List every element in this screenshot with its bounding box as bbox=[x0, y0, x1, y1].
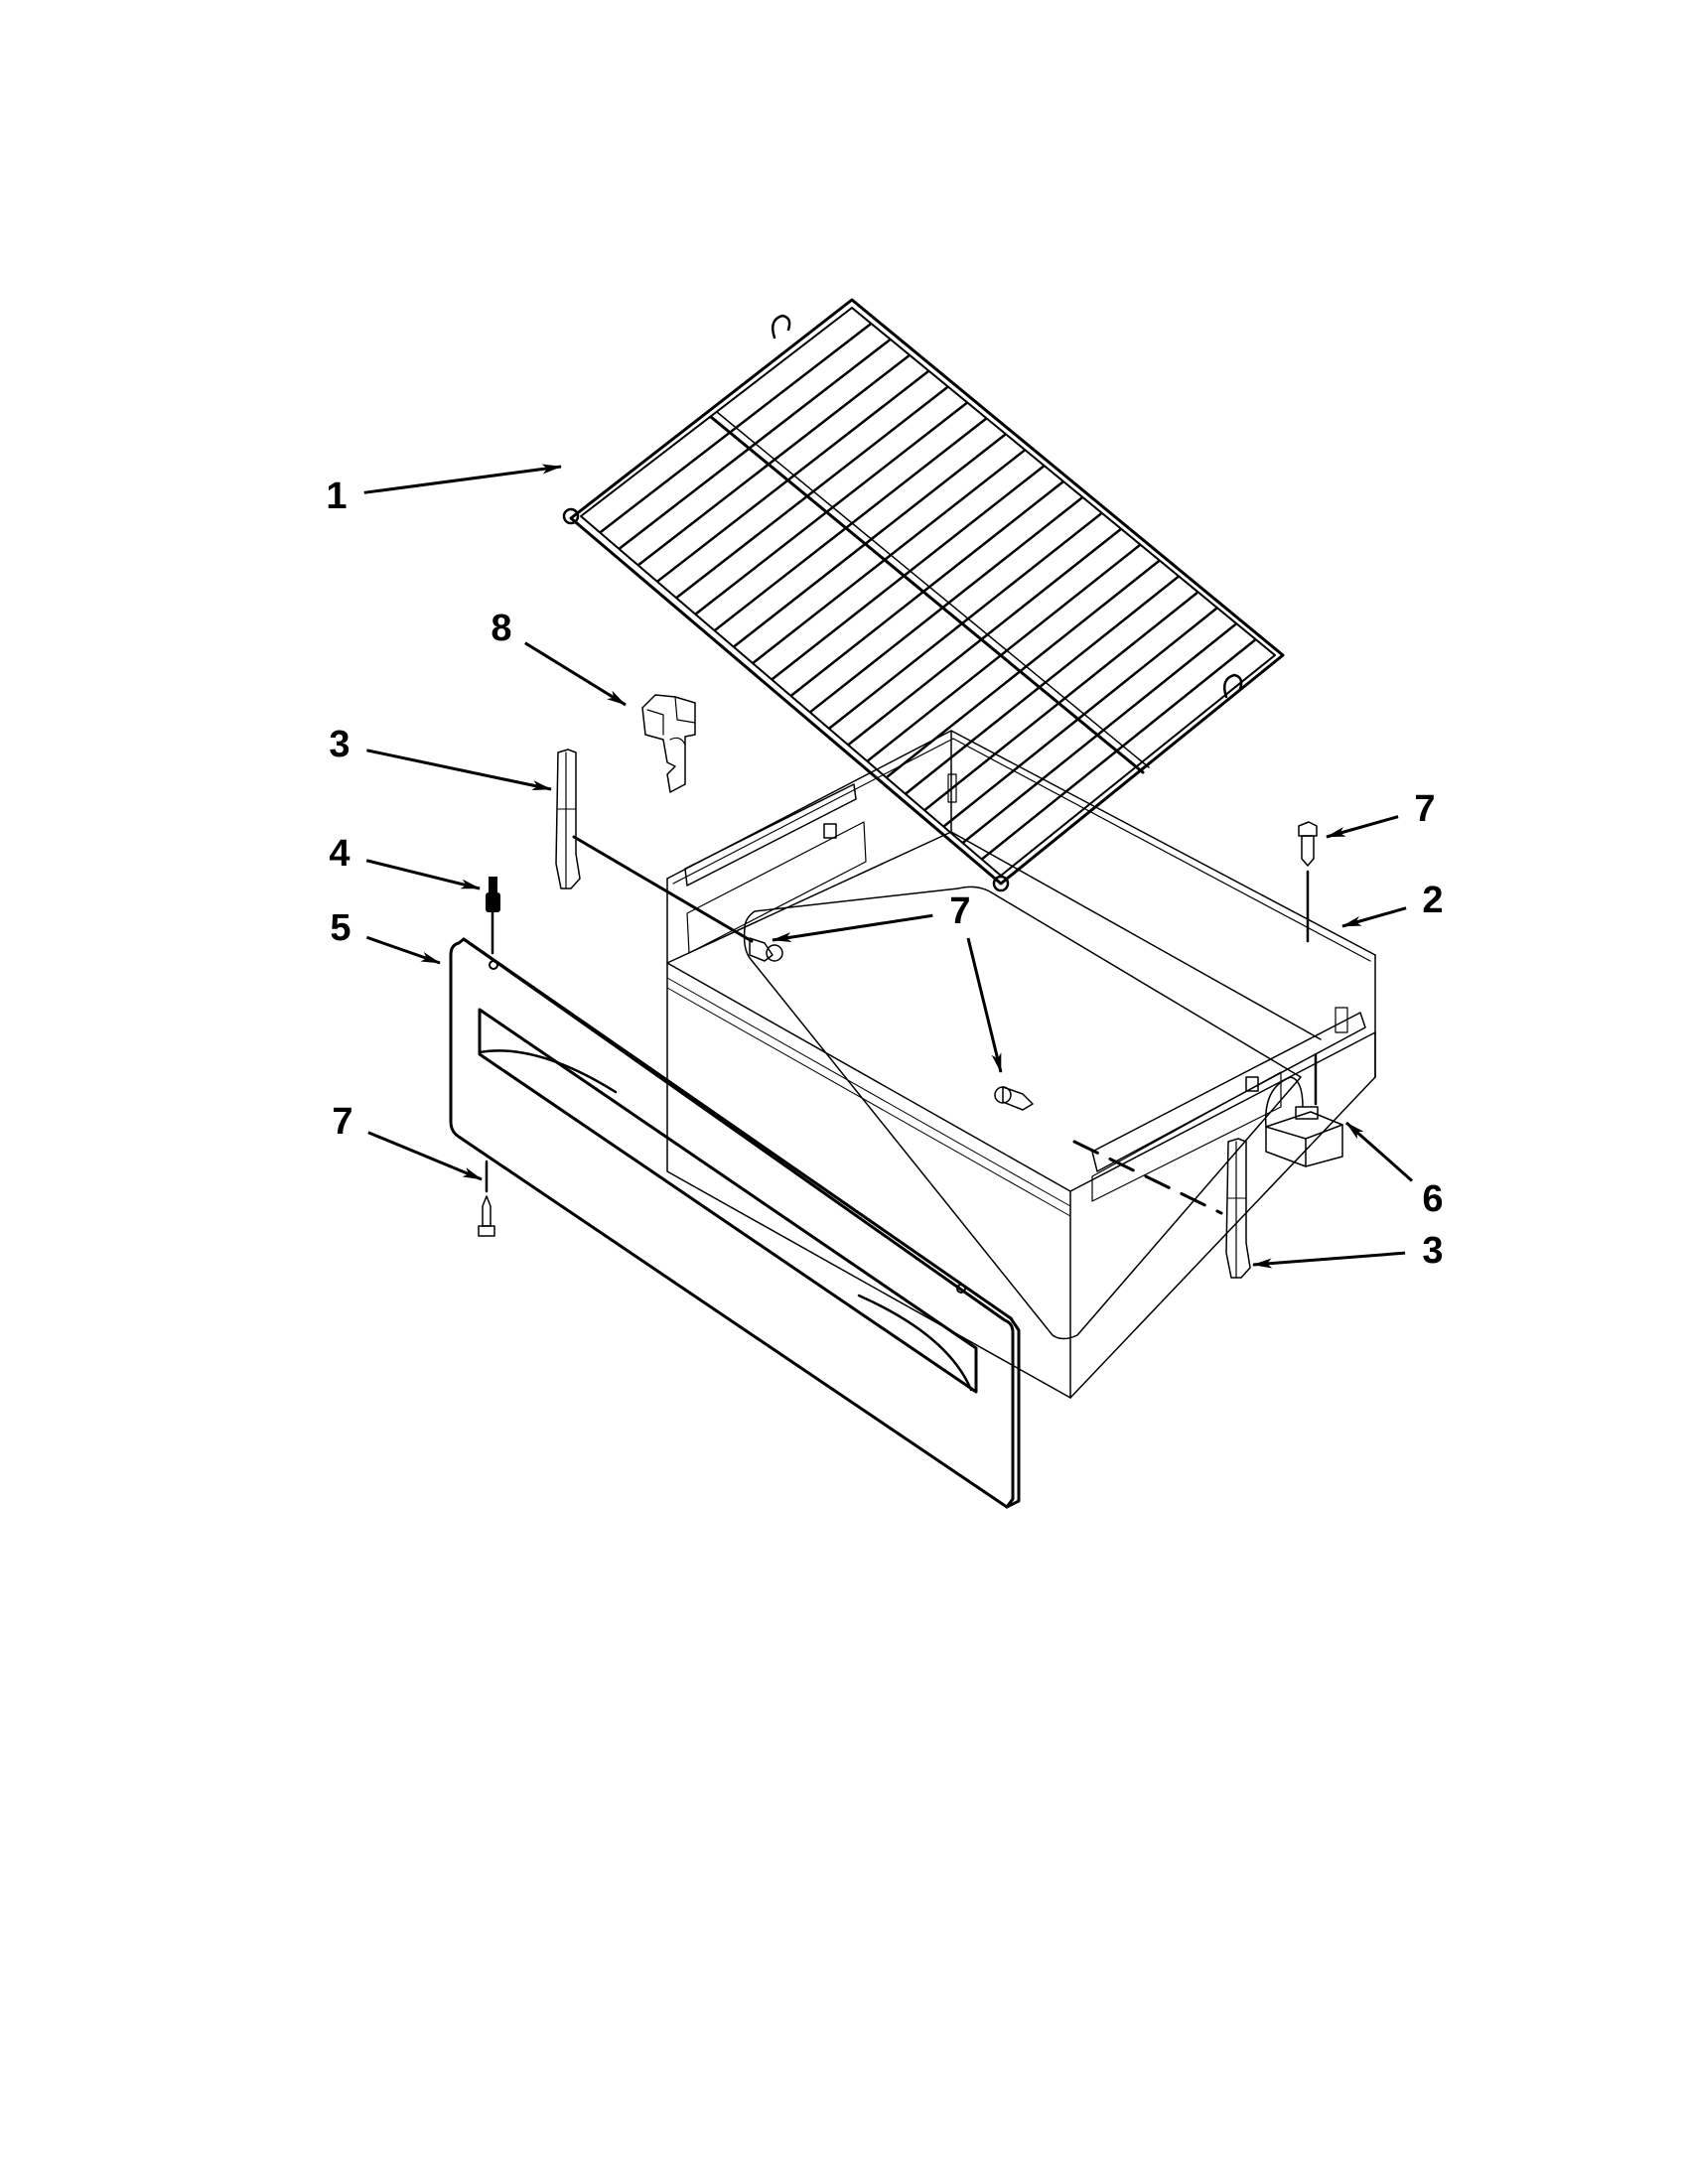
callout-part-5[interactable]: 5 bbox=[330, 907, 352, 949]
leader-arrow-4 bbox=[365, 859, 481, 890]
rack-wire bbox=[694, 401, 968, 615]
rack-wire bbox=[847, 527, 1122, 747]
leader-arrow-7b bbox=[1326, 815, 1399, 839]
callout-part-7-slide[interactable]: 7 bbox=[949, 890, 971, 932]
rack-wire bbox=[828, 511, 1103, 730]
drawer-body-drawing bbox=[666, 730, 1376, 1399]
rack-wire bbox=[980, 638, 1257, 861]
rack-wire bbox=[885, 559, 1161, 779]
rack-wire bbox=[942, 607, 1218, 828]
leader-arrow-extra-7c bbox=[966, 937, 1003, 1073]
leader-arrow-2 bbox=[1341, 906, 1407, 928]
rack-wire bbox=[675, 385, 949, 600]
screw-front-panel-drawing bbox=[478, 1160, 495, 1237]
leader-arrow-6 bbox=[1345, 1121, 1414, 1182]
leader-arrow-7c bbox=[772, 913, 933, 943]
oven-rack-drawing bbox=[562, 298, 1285, 892]
rack-wire bbox=[733, 433, 1007, 648]
screw-drawer-front-drawing bbox=[994, 1086, 1034, 1111]
rack-wire bbox=[961, 622, 1238, 845]
rack-wire bbox=[789, 480, 1064, 697]
leader-arrow-7a bbox=[367, 1131, 483, 1181]
drawer-switch-drawing bbox=[1264, 1052, 1343, 1167]
rack-wire bbox=[771, 465, 1046, 681]
rack-wire bbox=[713, 417, 988, 632]
drawer-slide-left-drawing bbox=[555, 749, 754, 943]
drawer-slide-right-drawing bbox=[1072, 1138, 1251, 1279]
callout-part-1[interactable]: 1 bbox=[326, 476, 348, 517]
leader-arrows bbox=[363, 464, 1414, 1269]
leader-arrow-1 bbox=[363, 464, 562, 494]
callout-part-7-drawer[interactable]: 7 bbox=[1414, 788, 1436, 830]
leader-arrow-8 bbox=[524, 641, 627, 707]
rack-wire bbox=[866, 543, 1142, 762]
callout-part-8[interactable]: 8 bbox=[491, 608, 512, 649]
leader-arrow-5 bbox=[365, 935, 441, 965]
callout-part-4[interactable]: 4 bbox=[329, 833, 351, 875]
callout-part-3-left[interactable]: 3 bbox=[329, 724, 351, 765]
leader-arrow-3b bbox=[1252, 1251, 1406, 1269]
rack-wire bbox=[618, 338, 892, 550]
stud-drawing bbox=[486, 877, 500, 955]
callout-part-6[interactable]: 6 bbox=[1422, 1178, 1444, 1220]
leader-arrow-3a bbox=[366, 749, 552, 791]
rack-wire bbox=[923, 591, 1199, 812]
callout-part-2[interactable]: 2 bbox=[1422, 880, 1444, 921]
screw-drawer-right-drawing bbox=[1298, 821, 1318, 943]
rack-wire bbox=[636, 353, 911, 567]
rack-wire bbox=[808, 495, 1084, 714]
screw-drawer-slide-drawing bbox=[749, 937, 783, 962]
callout-part-7-panel[interactable]: 7 bbox=[332, 1101, 353, 1143]
rack-wire bbox=[752, 449, 1027, 665]
rack-wire bbox=[599, 322, 873, 534]
rack-bracket-drawing bbox=[641, 694, 696, 793]
callout-part-3-right[interactable]: 3 bbox=[1422, 1230, 1444, 1272]
drawer-front-panel-drawing bbox=[449, 937, 1021, 1509]
rack-wire bbox=[656, 369, 930, 583]
